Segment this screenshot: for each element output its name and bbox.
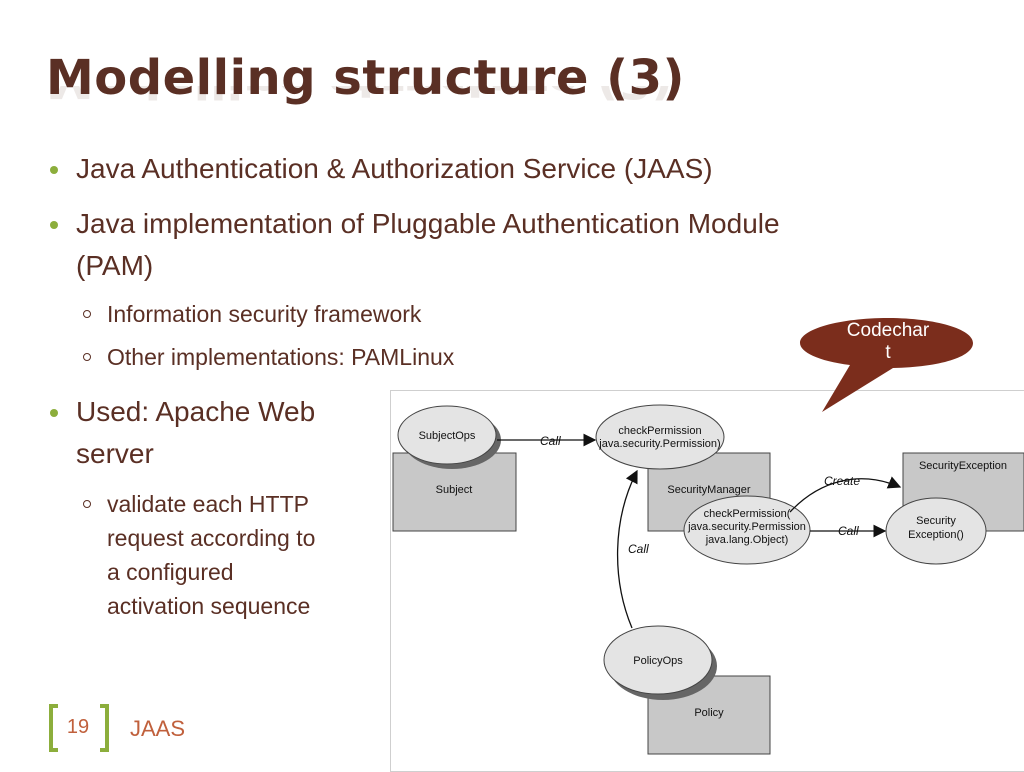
check-permission-oval-1 (595, 404, 725, 470)
sub-bullet-implementations: Other implementations: PAMLinux (107, 344, 455, 370)
subject-box-label: Subject (436, 484, 473, 496)
security-manager-box-label: SecurityManager (667, 484, 750, 496)
sub-bullet-validate-4: activation sequence (107, 593, 311, 619)
subject-ops-oval (397, 405, 497, 465)
check-permission-2-line2: java.security.Permission (687, 521, 806, 533)
bullet-pam-line1: Java implementation of Pluggable Authent… (76, 208, 780, 239)
codechart-callout (800, 318, 973, 412)
bullet-dot (50, 166, 58, 174)
bullet-jaas: Java Authentication & Authorization Serv… (76, 153, 713, 184)
callout-line1: Codechar (846, 320, 930, 341)
sub-bullet-validate-2: request according to (107, 525, 316, 551)
call-label-1: Call (540, 434, 561, 448)
sub-bullet-ring (83, 500, 91, 508)
call-label-3: Call (628, 542, 649, 556)
security-exception-oval-line1: Security (916, 515, 956, 527)
bullet-dot (50, 409, 58, 417)
check-permission-1-line2: java.security.Permission) (598, 438, 720, 450)
security-exception-box-label: SecurityException (919, 460, 1007, 472)
sub-bullet-ring (83, 353, 91, 361)
policy-ops-oval (603, 625, 713, 695)
sub-bullet-validate-1: validate each HTTP (107, 491, 309, 517)
bullet-apache-line1: Used: Apache Web (76, 396, 316, 427)
create-label: Create (824, 474, 860, 488)
callout-line2: t (885, 342, 891, 363)
footer-label: JAAS (130, 716, 186, 741)
policy-ops-label: PolicyOps (633, 655, 683, 667)
call-label-2: Call (838, 524, 859, 538)
page-number: 19 (66, 716, 90, 738)
slide-title: Modelling structure (3) (46, 50, 685, 106)
call-arrow-policy (616, 469, 638, 629)
check-permission-1-line1: checkPermission (618, 425, 701, 437)
subject-ops-label: SubjectOps (419, 430, 476, 442)
sub-bullet-framework: Information security framework (107, 301, 422, 327)
bullet-pam-line2: (PAM) (76, 250, 154, 281)
check-permission-2-line3: java.lang.Object) (705, 534, 789, 546)
sub-bullet-validate-3: a configured (107, 559, 234, 585)
footer-bracket-left (49, 704, 58, 752)
security-exception-oval-line2: Exception() (908, 529, 964, 541)
bullet-dot (50, 221, 58, 229)
footer-bracket-right (100, 704, 109, 752)
create-arrow (789, 476, 902, 513)
bullet-apache-line2: server (76, 438, 154, 469)
policy-box-label: Policy (694, 707, 724, 719)
check-permission-oval-2 (683, 495, 811, 565)
check-permission-2-line1: checkPermission( (704, 508, 791, 520)
sub-bullet-ring (83, 310, 91, 318)
callout-text: Codechar t (824, 320, 952, 364)
